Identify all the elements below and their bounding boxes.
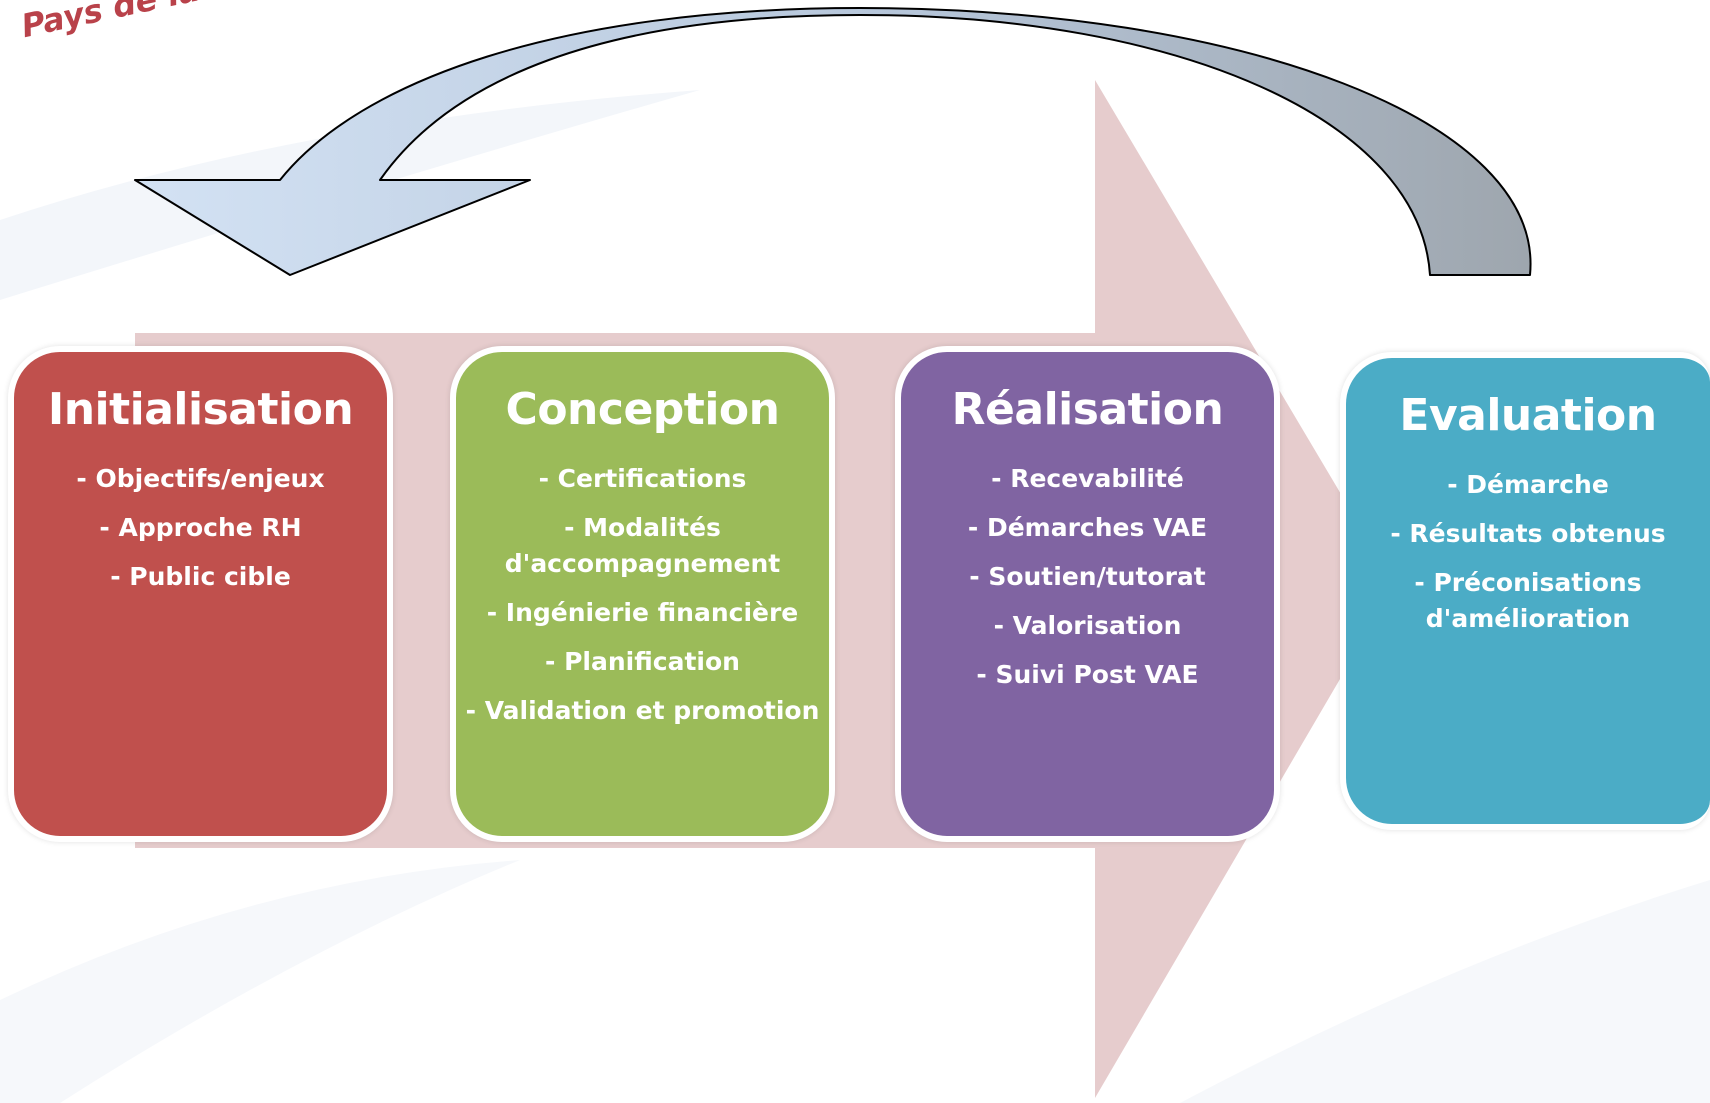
stage-title: Initialisation [47,384,354,435]
background-swoosh [0,90,700,300]
stage-item: - Approche RH [99,513,302,542]
background-swoosh [0,860,520,1103]
stage-item: - Validation et promotion [465,696,820,725]
stage-item: - Démarche [1447,470,1609,499]
stage-item: - Objectifs/enjeux [76,464,325,493]
stage-realisation: Réalisation - Recevabilité - Démarches V… [895,346,1280,842]
background-swoosh [1180,880,1710,1103]
stage-title: Conception [505,384,780,435]
stage-item: - Valorisation [993,611,1182,640]
stage-item: - Résultats obtenus [1390,519,1666,548]
stage-item: - Recevabilité [991,464,1184,493]
stage-item: - Certifications [538,464,747,493]
stage-item: - Modalités d'accompagnement [504,513,781,578]
stage-initialisation: Initialisation - Objectifs/enjeux - Appr… [8,346,393,842]
stage-item: - Suivi Post VAE [976,660,1199,689]
stage-item: - Planification [545,647,740,676]
stage-item: - Public cible [110,562,291,591]
stage-item: - Ingénierie financière [486,598,799,627]
stage-title: Réalisation [951,384,1224,435]
stage-conception: Conception - Certifications - Modalités … [450,346,835,842]
stage-evaluation: Evaluation - Démarche - Résultats obtenu… [1340,352,1710,830]
stage-item: - Démarches VAE [967,513,1208,542]
stage-item: - Préconisations d'amélioration [1414,568,1642,633]
stage-item: - Soutien/tutorat [969,562,1206,591]
feedback-curved-arrow [134,7,1532,276]
stage-title: Evaluation [1399,390,1657,441]
